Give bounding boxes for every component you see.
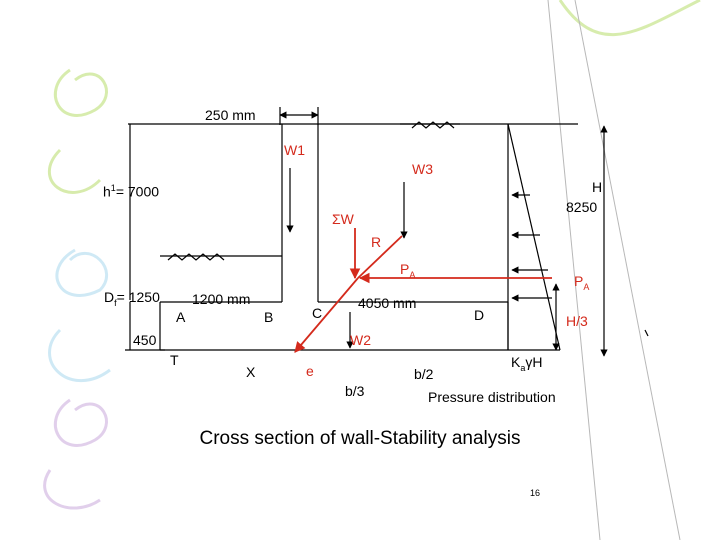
w1-label: W1 [284,142,305,158]
df-sub: f [114,297,117,308]
diagram-caption: Cross section of wall-Stability analysis [199,428,521,449]
top-width-label: 250 mm [205,107,256,123]
point-x-label: X [246,364,256,380]
w3-label: W3 [412,161,433,177]
point-a-label: A [176,309,186,325]
df-value: = 1250 [116,289,160,305]
r-label: R [371,234,382,250]
point-d-label: D [474,307,485,323]
pa-red-sub: A [409,269,416,280]
page-number: 16 [530,488,541,498]
point-t-label: T [170,352,179,368]
e-label: e [306,363,314,379]
h1-label: h1= 7000 [103,184,159,199]
ka-sub: a [520,362,526,373]
h1-sub: 1 [110,183,116,193]
pressure-distribution-label: Pressure distribution [428,389,556,405]
point-b-label: B [264,309,274,325]
w2-label: W2 [350,332,371,348]
pa-right-label: PA [574,274,589,292]
df-main: D [104,289,115,305]
heel-width-label: 4050 mm [358,295,417,311]
pa-right-sub: A [583,281,590,292]
pa-right-main: P [574,273,584,289]
point-c-label: C [312,305,323,321]
h-label: H [592,179,603,195]
h1-prefix: h [103,183,111,200]
pa-red-main: P [400,261,410,277]
df-label: Df= 1250 [104,290,160,308]
ka-main: K [511,354,521,370]
b2-label: b/2 [414,366,434,382]
base-thickness-label: 450 [133,332,157,348]
ka-rest: γH [525,354,543,370]
pressure-slope [507,123,561,351]
h1-value: = 7000 [115,183,160,200]
resultant-line [357,235,403,279]
toe-width-label: 1200 mm [192,291,251,307]
resultant-to-base [294,277,359,353]
h-value-label: 8250 [566,199,598,215]
pa-red-label: PA [400,262,415,280]
h3-label: H/3 [566,313,588,329]
b3-label: b/3 [345,383,365,399]
sigma-w-label: ΣW [332,211,354,227]
ka-label: KaγH [511,355,542,373]
